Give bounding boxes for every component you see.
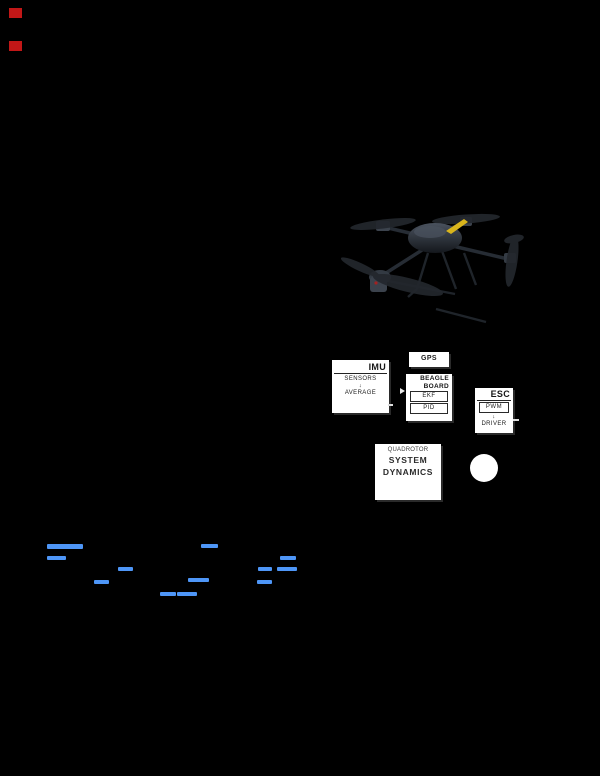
beagle-pid-block: PID	[410, 403, 448, 414]
reference-link[interactable]	[160, 592, 176, 596]
esc-pwm-block: PWM	[479, 402, 509, 413]
beagle-ekf-block: EKF	[410, 391, 448, 402]
beagle-board-box: BEAGLE BOARD EKF PID	[406, 374, 452, 421]
dynamics-line3: DYNAMICS	[382, 467, 434, 477]
gps-box: GPS	[409, 352, 449, 367]
imu-divider	[334, 373, 387, 374]
drone-landing-gear	[387, 250, 487, 324]
reference-link[interactable]	[47, 556, 66, 560]
reference-link[interactable]	[257, 580, 272, 584]
imu-output-stub	[388, 404, 393, 406]
esc-driver-label: DRIVER	[481, 421, 507, 427]
esc-title: ESC	[490, 389, 510, 399]
reference-link[interactable]	[177, 592, 197, 596]
gps-label: GPS	[421, 355, 437, 362]
drone-yellow-stripe	[446, 219, 468, 234]
reference-link[interactable]	[280, 556, 296, 560]
esc-output-stub	[513, 419, 519, 421]
imu-title: IMU	[368, 362, 386, 372]
motor-symbol	[470, 454, 498, 482]
drone-body-highlight	[414, 226, 446, 238]
esc-box: ESC PWM ↓ DRIVER	[475, 388, 513, 433]
imu-down-arrow-icon: ↓	[358, 383, 363, 389]
arrowhead-into-beagle	[400, 388, 405, 394]
reference-link[interactable]	[118, 567, 133, 571]
red-annotation-mark	[9, 41, 22, 51]
esc-divider	[477, 400, 511, 401]
imu-sensors-label: SENSORS	[344, 376, 377, 382]
beagle-title-line2: BOARD	[423, 383, 449, 390]
quadcopter-photo	[340, 213, 524, 324]
reference-link[interactable]	[47, 544, 83, 549]
imu-box: IMU SENSORS ↓ AVERAGE	[332, 360, 389, 413]
imu-average-label: AVERAGE	[344, 390, 377, 396]
red-annotation-mark	[9, 8, 22, 18]
esc-down-arrow-icon: ↓	[492, 414, 496, 420]
drone-propellers	[340, 213, 524, 297]
reference-link[interactable]	[277, 567, 297, 571]
dynamics-line2: SYSTEM	[388, 455, 428, 465]
beagle-title-line1: BEAGLE	[420, 375, 449, 382]
reference-link[interactable]	[94, 580, 109, 584]
reference-link[interactable]	[188, 578, 209, 582]
system-dynamics-box: QUADROTOR SYSTEM DYNAMICS	[375, 444, 441, 500]
reference-link[interactable]	[258, 567, 272, 571]
dynamics-line1: QUADROTOR	[387, 447, 429, 453]
reference-link[interactable]	[201, 544, 218, 548]
